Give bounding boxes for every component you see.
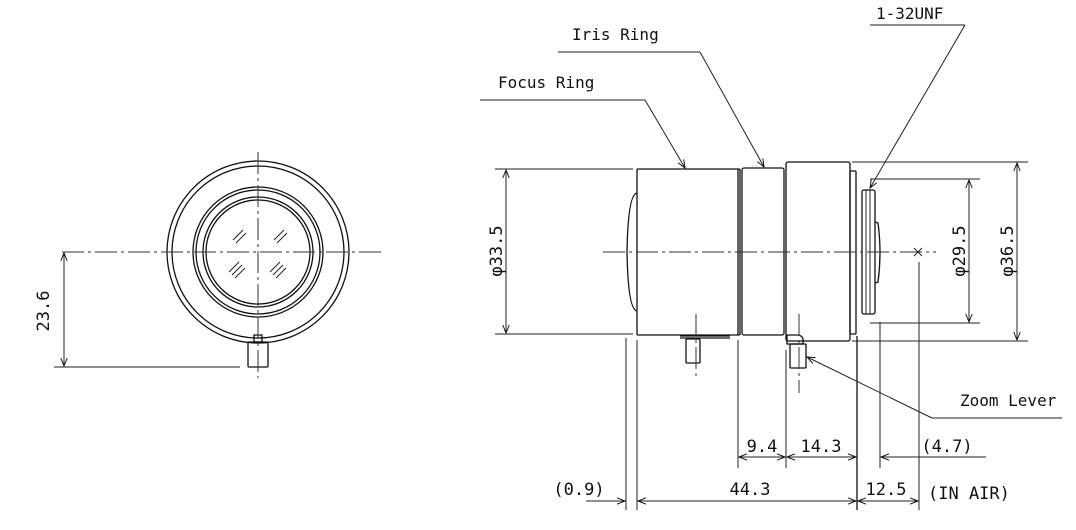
dim-12-5-label: 12.5: [866, 480, 907, 500]
front-view: 23.6: [34, 152, 382, 378]
dim-in-air-note: (IN AIR): [928, 484, 1010, 504]
zoom-lever[interactable]: [786, 314, 807, 393]
dim-4-7-label: (4.7): [921, 437, 972, 457]
dim-9-4-label: 9.4: [747, 437, 778, 457]
focus-ring-label: Focus Ring: [498, 73, 594, 92]
dim-23-6-label: 23.6: [34, 291, 54, 332]
dim-body-diameter-label: φ36.5: [998, 225, 1018, 276]
side-view: φ33.5 φ29.5 φ36.5 9.4 14.3 (4.7) (0.9) 4…: [480, 4, 1062, 510]
callout-focus-ring: Focus Ring: [480, 73, 685, 168]
dim-flange-diameter-label: φ29.5: [950, 225, 970, 276]
zoom-lever-label: Zoom Lever: [960, 391, 1057, 410]
callout-mount-thread: 1-32UNF: [870, 4, 966, 188]
iris-ring-label: Iris Ring: [572, 25, 659, 44]
dim-14-3-label: 14.3: [801, 437, 842, 457]
mount-thread-label: 1-32UNF: [876, 4, 943, 23]
glass-reflection-marks: [228, 229, 288, 279]
dim-focus-diameter-label: φ33.5: [487, 225, 507, 276]
callout-zoom-lever: Zoom Lever: [807, 357, 1062, 419]
front-glass-bulge: [626, 192, 638, 312]
focus-lever: [685, 314, 701, 380]
dim-44-3-label: 44.3: [730, 480, 771, 500]
focal-point-mark: [913, 247, 923, 257]
callout-iris-ring: Iris Ring: [558, 25, 764, 167]
dim-0-9-label: (0.9): [553, 480, 604, 500]
